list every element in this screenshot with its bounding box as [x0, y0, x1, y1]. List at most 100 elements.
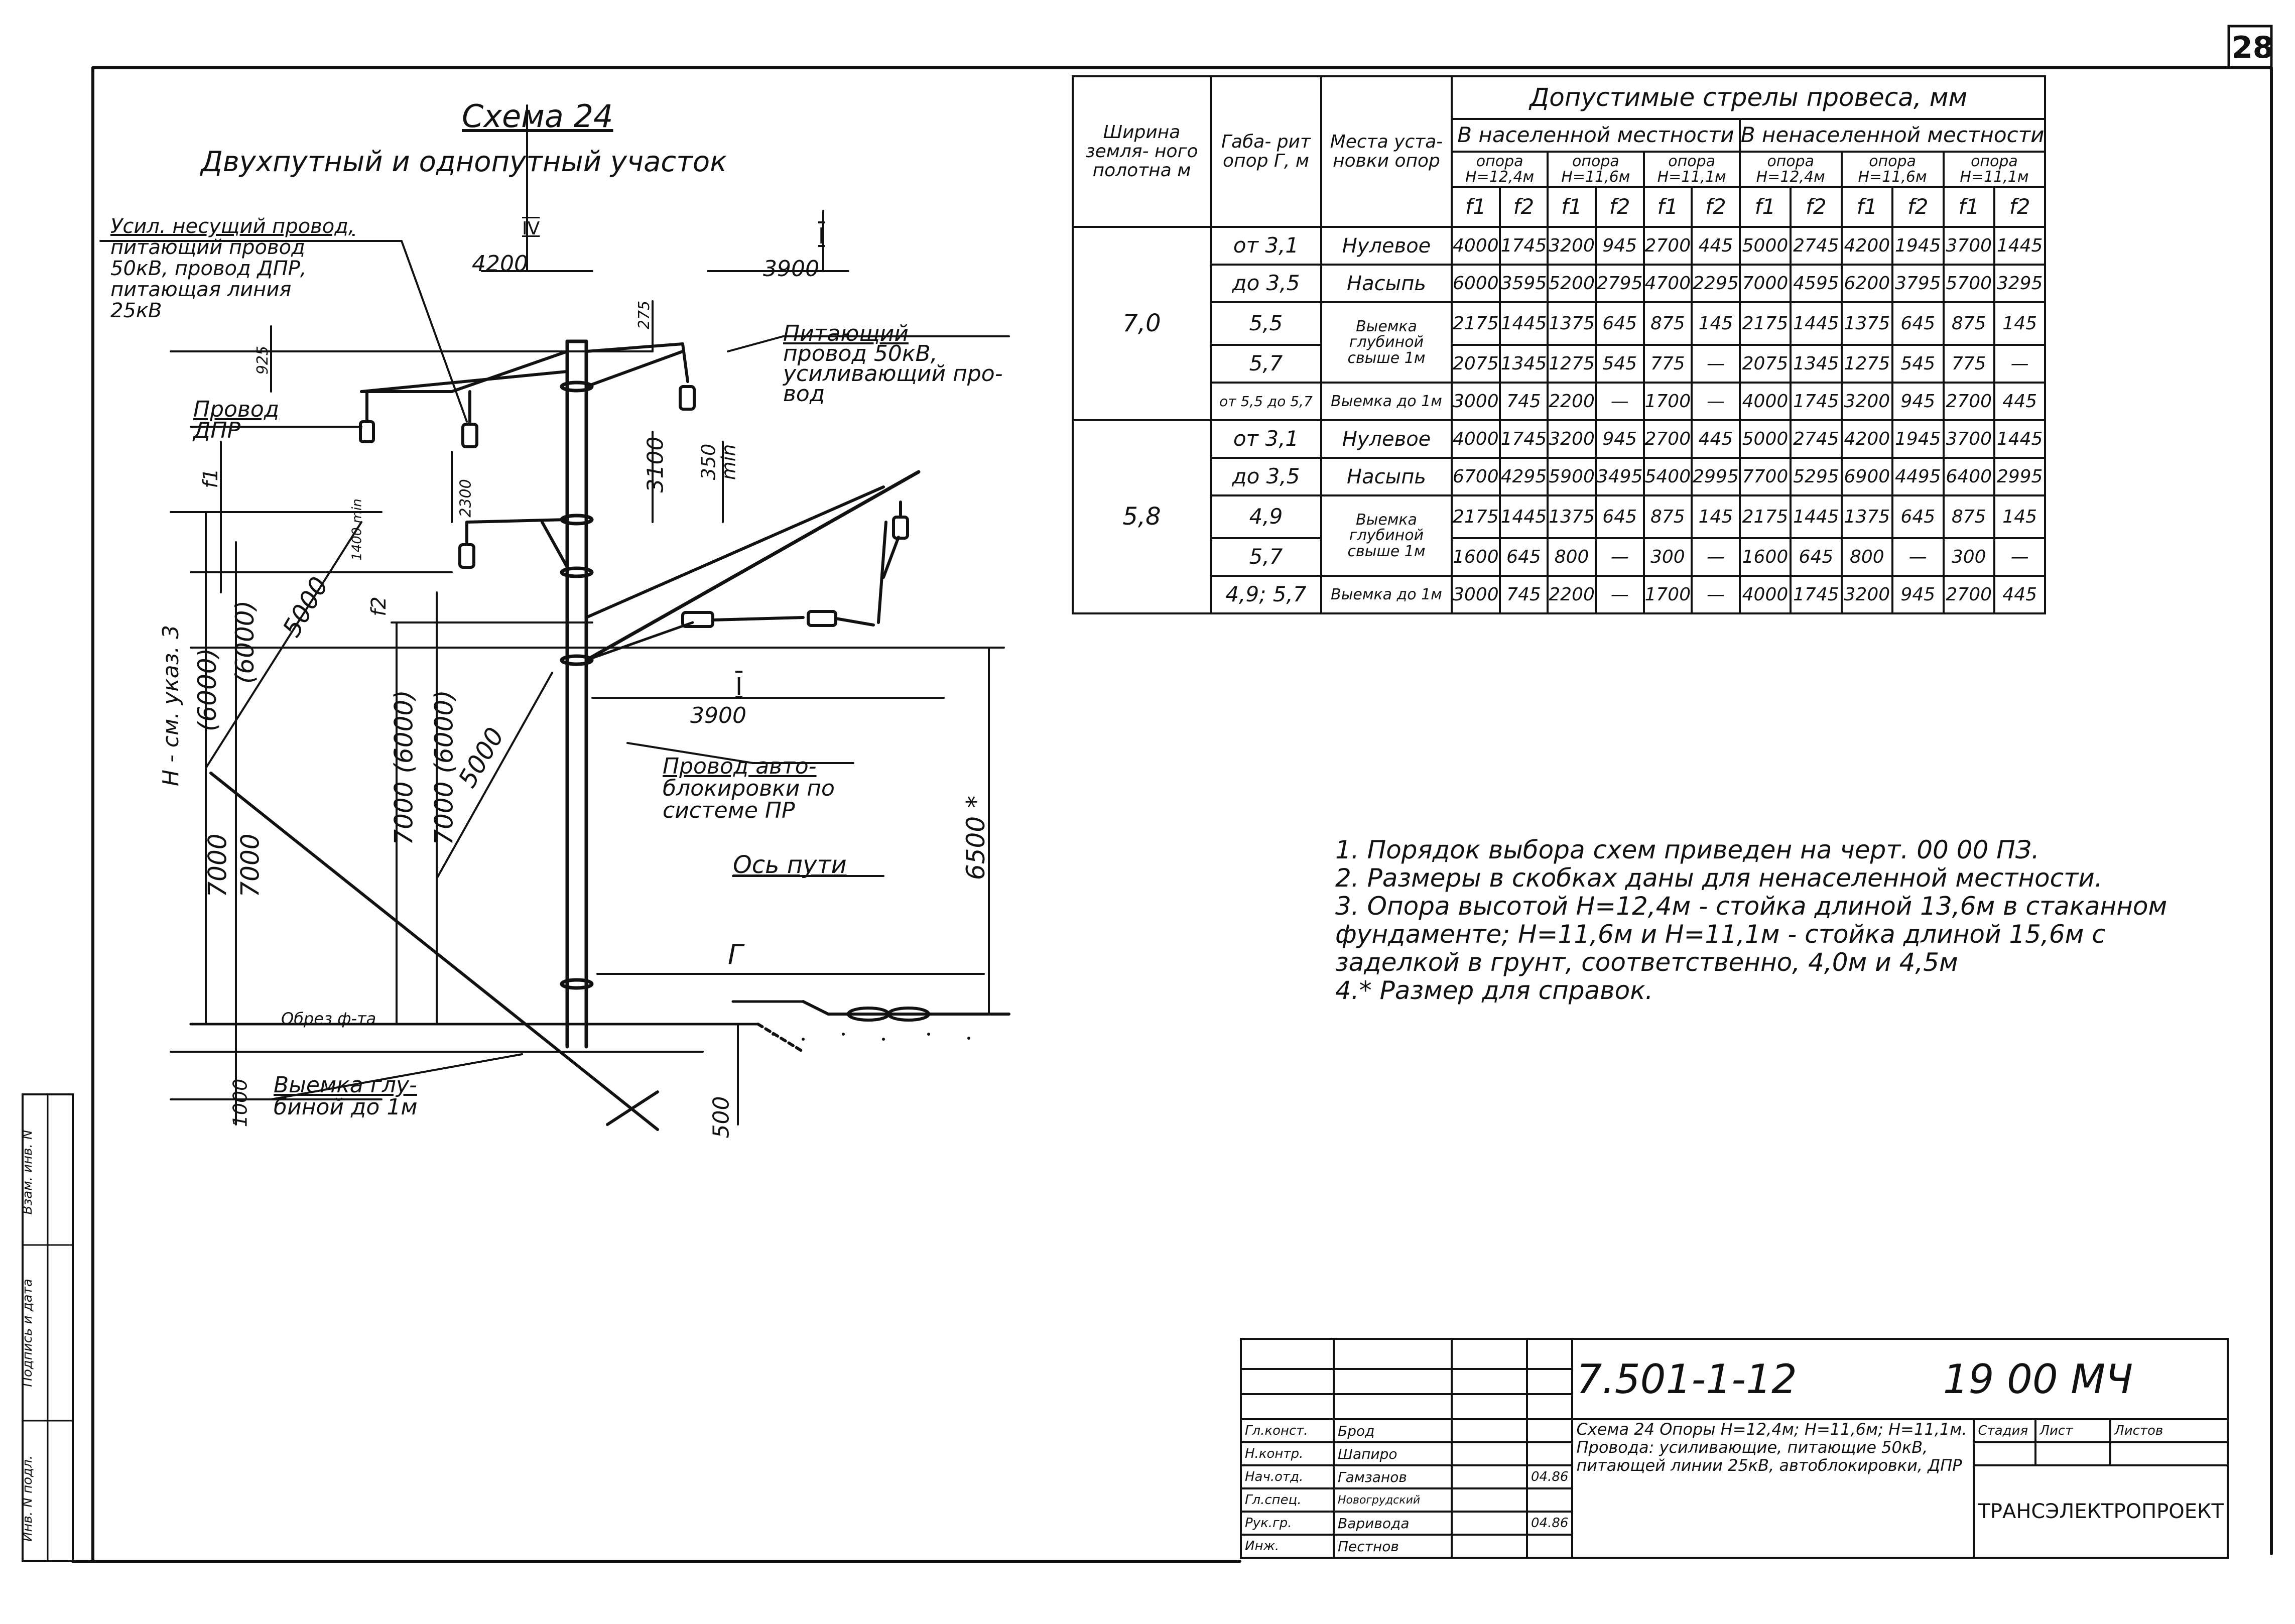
table-cell: 1445 — [1790, 301, 1843, 346]
title-name: Пестнов — [1333, 1534, 1453, 1559]
note-2: 2. Размеры в скобках даны для ненаселенн… — [1335, 863, 2103, 893]
dim-275: 275 — [635, 300, 654, 330]
table-cell: 875 — [1642, 494, 1693, 539]
table-cell: 2795 — [1594, 264, 1645, 303]
table-cell: 7000 — [1738, 264, 1792, 303]
th-f-4: f1 — [1642, 186, 1693, 228]
cell-width: 7,0 — [1072, 226, 1212, 421]
table-cell: 2175 — [1451, 301, 1501, 346]
table-cell: 645 — [1790, 537, 1843, 577]
table-cell: 6000 — [1451, 264, 1501, 303]
title-empty — [2034, 1441, 2112, 1466]
title-code: 7.501-1-12 — [1576, 1355, 1797, 1403]
th-support-2: опора H=11,1м — [1642, 151, 1741, 188]
table-cell: 2745 — [1790, 419, 1843, 459]
table-cell: 775 — [1642, 344, 1693, 384]
table-cell: 2075 — [1451, 344, 1501, 384]
title-code-cell: 7.501-1-12 19 00 МЧ — [1571, 1338, 2229, 1420]
table-cell: 645 — [1891, 301, 1945, 346]
table-cell: 1375 — [1840, 301, 1894, 346]
table-cell: 945 — [1594, 226, 1645, 266]
title-role: Рук.гр. — [1240, 1511, 1335, 1536]
table-cell: — — [1691, 537, 1741, 577]
table-cell: 2075 — [1738, 344, 1792, 384]
table-cell: 2700 — [1942, 382, 1995, 421]
table-cell: 1745 — [1498, 419, 1549, 459]
table-cell: 4200 — [1840, 419, 1894, 459]
cell-place: Нулевое — [1320, 419, 1453, 459]
th-support-5: опора H=11,1м — [1942, 151, 2047, 188]
title-name: Брод — [1333, 1418, 1453, 1443]
left-callout-label: Усил. несущий провод, питающий провод 50… — [110, 215, 355, 322]
table-cell: 2175 — [1738, 301, 1792, 346]
title-role: Н.контр. — [1240, 1441, 1335, 1466]
table-cell: 1745 — [1790, 575, 1843, 614]
table-cell: 5000 — [1738, 226, 1792, 266]
main-pole — [560, 339, 594, 1049]
sag-table: Ширина земля- ного полотна м Габа- рит о… — [1072, 75, 2047, 614]
title-code2: 19 00 МЧ — [1943, 1355, 2133, 1403]
table-cell: 800 — [1547, 537, 1597, 577]
th-gabarit: Габа- рит опор Г, м — [1210, 75, 1322, 228]
title-signature — [1451, 1511, 1528, 1536]
side-stamp-signature-label: Подпись и дата — [20, 1279, 35, 1387]
table-cell: 945 — [1594, 419, 1645, 459]
table-cell: 1745 — [1498, 226, 1549, 266]
table-cell: 1945 — [1891, 226, 1945, 266]
table-cell: 5400 — [1642, 457, 1693, 496]
table-cell: 2700 — [1942, 575, 1995, 614]
table-cell: 4700 — [1642, 264, 1693, 303]
table-cell: 145 — [1691, 494, 1741, 539]
table-cell: 4295 — [1498, 457, 1549, 496]
cell-place: Нулевое — [1320, 226, 1453, 266]
table-cell: 1345 — [1498, 344, 1549, 384]
table-cell: 300 — [1942, 537, 1995, 577]
table-cell: 1445 — [1498, 494, 1549, 539]
table-cell: 445 — [1993, 575, 2047, 614]
table-cell: 4200 — [1840, 226, 1894, 266]
cell-gabarit: 4,9; 5,7 — [1210, 575, 1322, 614]
th-support-3: опора H=12,4м — [1738, 151, 1843, 188]
table-cell: 545 — [1891, 344, 1945, 384]
th-f-1: f2 — [1498, 186, 1549, 228]
autoblock-label: Провод авто- блокировки по системе ПР — [663, 754, 835, 823]
table-cell: — — [1691, 575, 1741, 614]
table-cell: 6700 — [1451, 457, 1501, 496]
th-f-9: f2 — [1891, 186, 1945, 228]
table-cell: 1375 — [1547, 301, 1597, 346]
table-cell: 1700 — [1642, 382, 1693, 421]
table-cell: — — [1691, 344, 1741, 384]
table-cell: 645 — [1891, 494, 1945, 539]
dim-6500: 6500 * — [961, 795, 991, 881]
table-cell: 5900 — [1547, 457, 1597, 496]
cell-gabarit: 5,5 — [1210, 301, 1322, 346]
table-cell: 3595 — [1498, 264, 1549, 303]
title-sheets-label: Листов — [2109, 1418, 2229, 1443]
th-f-7: f2 — [1790, 186, 1843, 228]
table-cell: 6400 — [1942, 457, 1995, 496]
table-cell: 3000 — [1451, 575, 1501, 614]
table-cell: 1275 — [1547, 344, 1597, 384]
side-stamp-replace-label: Взам. инв. N — [20, 1130, 35, 1215]
sheet-number-box — [2227, 25, 2273, 69]
th-place: Места уста- новки опор — [1320, 75, 1453, 228]
table-cell: 445 — [1993, 382, 2047, 421]
table-cell: 2700 — [1642, 226, 1693, 266]
table-cell: 2200 — [1547, 382, 1597, 421]
dim-925: 925 — [254, 345, 272, 375]
table-cell: 645 — [1594, 301, 1645, 346]
table-cell: 3200 — [1547, 419, 1597, 459]
scheme-title: Схема 24 — [462, 98, 613, 135]
title-date — [1525, 1534, 1574, 1559]
table-cell: 145 — [1993, 301, 2047, 346]
table-cell: 1445 — [1790, 494, 1843, 539]
th-support-4: опора H=11,6м — [1840, 151, 1945, 188]
title-role: Нач.отд. — [1240, 1464, 1335, 1489]
